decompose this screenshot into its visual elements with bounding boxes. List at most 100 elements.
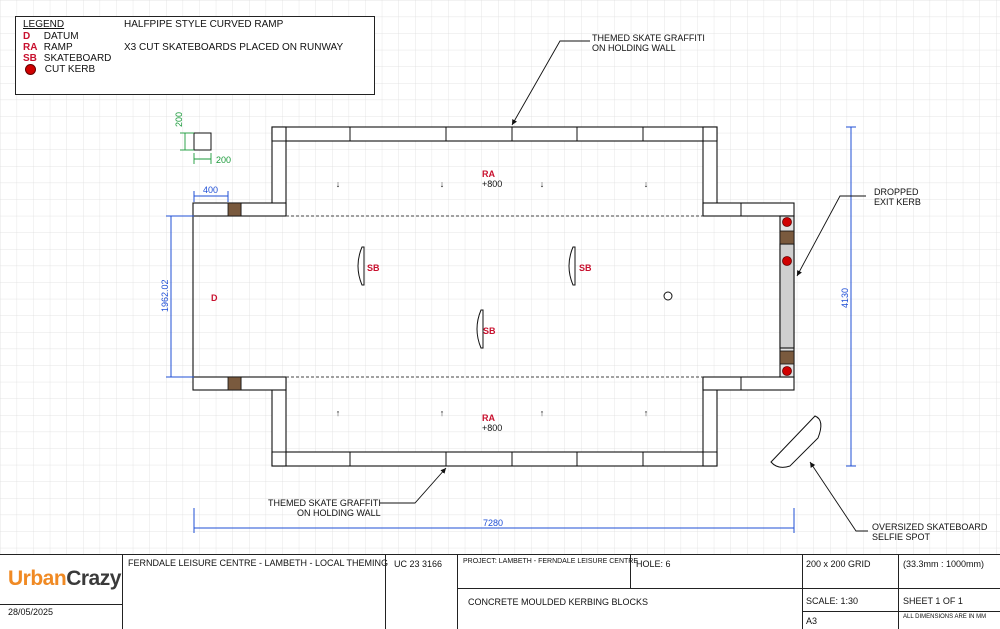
dim-right-height: 4130 bbox=[840, 288, 850, 308]
legend-item-datum: D DATUM bbox=[23, 31, 79, 43]
site-text: FERNDALE LEISURE CENTRE - LAMBETH - LOCA… bbox=[128, 558, 389, 568]
legend-key: D bbox=[23, 31, 31, 42]
project-text: PROJECT: LAMBETH - FERNDALE LEISURE CENT… bbox=[463, 558, 639, 565]
hole-text: HOLE: 6 bbox=[636, 559, 671, 569]
svg-text:↓: ↓ bbox=[644, 179, 649, 189]
legend-label: DATUM bbox=[43, 31, 79, 42]
cut-kerb-dots bbox=[782, 217, 792, 376]
skateboard-label: SB bbox=[483, 326, 496, 336]
cut-kerb-dot bbox=[782, 217, 792, 227]
skateboard-shape bbox=[476, 309, 484, 349]
divider bbox=[0, 604, 122, 605]
skateboard-shape bbox=[568, 246, 576, 286]
svg-text:↑: ↑ bbox=[540, 408, 545, 418]
skateboard-label: SB bbox=[579, 263, 592, 273]
callout-selfie-2: SELFIE SPOT bbox=[872, 532, 931, 542]
wall-joints bbox=[240, 127, 742, 466]
callout-graffiti-top-2: ON HOLDING WALL bbox=[592, 43, 676, 53]
legend-note: X3 CUT SKATEBOARDS PLACED ON RUNWAY bbox=[124, 42, 344, 53]
legend-title: LEGEND bbox=[23, 19, 65, 30]
svg-text:↑: ↑ bbox=[644, 408, 649, 418]
divider bbox=[458, 588, 803, 589]
sheet-text: SHEET 1 OF 1 bbox=[903, 596, 963, 606]
divider bbox=[803, 588, 899, 589]
ramp-edges bbox=[286, 215, 703, 378]
grid-cell: 200 x 200 GRID SCALE: 1:30 A3 bbox=[802, 555, 899, 629]
legend-item-cut-kerb: CUT KERB bbox=[23, 64, 95, 76]
divider bbox=[630, 555, 631, 588]
project-cell: PROJECT: LAMBETH - FERNDALE LEISURE CENT… bbox=[457, 555, 803, 629]
callout-leaders bbox=[380, 40, 868, 532]
legend-label: SKATEBOARD bbox=[43, 53, 112, 64]
svg-text:↓: ↓ bbox=[440, 179, 445, 189]
callout-selfie-1: OVERSIZED SKATEBOARD bbox=[872, 522, 988, 532]
dims-note-text: ALL DIMENSIONS ARE IN MM bbox=[903, 614, 987, 620]
top-left-side bbox=[271, 126, 287, 216]
date-text: 28/05/2025 bbox=[8, 607, 54, 617]
selfie-skateboard bbox=[770, 415, 822, 468]
top-right-side bbox=[702, 126, 718, 216]
right-arm-bottom bbox=[702, 376, 795, 391]
callout-graffiti-bottom-1: THEMED SKATE GRAFFITI bbox=[268, 498, 381, 508]
legend-item-skateboard: SB SKATEBOARD bbox=[23, 53, 111, 65]
divider bbox=[899, 588, 1000, 589]
title-block: UrbanCrazy 28/05/2025 FERNDALE LEISURE C… bbox=[0, 554, 1000, 629]
legend-key: SB bbox=[23, 53, 37, 64]
skateboard-shape bbox=[357, 246, 365, 286]
ramp-label-top: RA bbox=[482, 169, 495, 179]
bottom-right-side bbox=[702, 377, 718, 467]
skateboards bbox=[357, 246, 822, 468]
hole-cup-icon bbox=[663, 291, 673, 301]
legend-item-ramp: RA RAMP bbox=[23, 42, 73, 54]
dim-left-height: 1962.02 bbox=[160, 279, 170, 312]
svg-text:↓: ↓ bbox=[336, 179, 341, 189]
ramp-height-bottom: +800 bbox=[482, 423, 502, 433]
bottom-left-side bbox=[271, 377, 287, 467]
cut-kerb-dot bbox=[782, 256, 792, 266]
divider bbox=[803, 611, 899, 612]
svg-text:↑: ↑ bbox=[440, 408, 445, 418]
scale-text: SCALE: 1:30 bbox=[806, 596, 859, 606]
callout-graffiti-bottom-2: ON HOLDING WALL bbox=[297, 508, 381, 518]
legend-label: RAMP bbox=[43, 42, 73, 53]
divider bbox=[899, 611, 1000, 612]
dim-inset: 400 bbox=[203, 185, 218, 195]
bottom-wall-outer bbox=[271, 451, 718, 467]
kerb-blocks bbox=[227, 202, 795, 391]
reference-block bbox=[193, 132, 212, 151]
skateboard-label: SB bbox=[367, 263, 380, 273]
course-outline bbox=[192, 126, 795, 467]
svg-text:↓: ↓ bbox=[540, 179, 545, 189]
ramp-label-bottom: RA bbox=[482, 413, 495, 423]
legend-key: RA bbox=[23, 42, 38, 53]
legend-box: LEGEND D DATUM RA RAMP SB SKATEBOARD CUT… bbox=[15, 16, 375, 95]
grid-text: 200 x 200 GRID bbox=[806, 559, 871, 569]
blue-dimensions bbox=[166, 126, 856, 533]
ratio-text: (33.3mm : 1000mm) bbox=[903, 559, 985, 569]
ramp-arrows: ↓ ↓ ↓ ↓ ↑ ↑ ↑ ↑ bbox=[336, 179, 649, 418]
svg-text:↑: ↑ bbox=[336, 408, 341, 418]
top-wall-outer bbox=[271, 126, 718, 142]
callout-dropped-1: DROPPED bbox=[874, 187, 919, 197]
legend-note: HALFPIPE STYLE CURVED RAMP bbox=[124, 19, 284, 30]
red-dot-icon bbox=[25, 64, 36, 75]
site-cell: FERNDALE LEISURE CENTRE - LAMBETH - LOCA… bbox=[122, 555, 389, 629]
callout-dropped-2: EXIT KERB bbox=[874, 197, 921, 207]
urbancrazy-logo: UrbanCrazy bbox=[8, 567, 121, 590]
datum-label: D bbox=[211, 293, 218, 303]
paper-size-text: A3 bbox=[806, 616, 818, 626]
ramp-height-top: +800 bbox=[482, 179, 502, 189]
description-text: CONCRETE MOULDED KERBING BLOCKS bbox=[468, 597, 649, 607]
cut-kerb-dot bbox=[782, 366, 792, 376]
ref-cell: UC 23 3166 bbox=[385, 555, 457, 629]
callouts: THEMED SKATE GRAFFITI ON HOLDING WALL TH… bbox=[268, 33, 988, 542]
callout-graffiti-top-1: THEMED SKATE GRAFFITI bbox=[592, 33, 705, 43]
dim-block-width: 200 bbox=[216, 155, 231, 165]
dim-length: 7280 bbox=[483, 518, 503, 528]
green-dimensions bbox=[180, 132, 212, 164]
right-arm-top bbox=[702, 202, 795, 217]
legend-label: CUT KERB bbox=[44, 64, 96, 76]
sheet-cell: (33.3mm : 1000mm) SHEET 1 OF 1 ALL DIMEN… bbox=[898, 555, 1000, 629]
dim-block-height: 200 bbox=[174, 112, 184, 127]
ref-text: UC 23 3166 bbox=[394, 559, 443, 569]
